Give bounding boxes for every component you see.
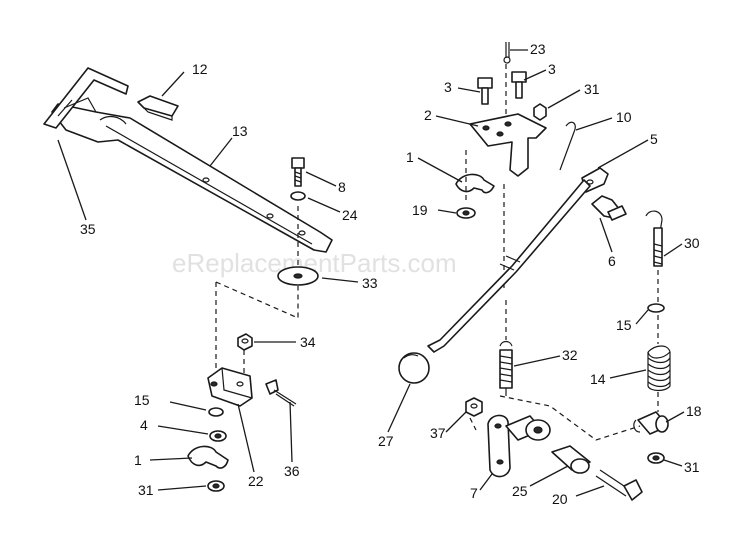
part-3-bolt [511,71,527,99]
callout-33: 33 [362,275,378,291]
part-37-nut [465,397,483,417]
part-6-bolt [591,195,627,221]
callout-4: 4 [140,417,148,433]
callout-6: 6 [608,253,616,269]
part-1-clip [455,173,495,194]
part-31-nut [207,480,225,492]
callout-1: 1 [134,452,142,468]
part-23-cotter-pin [503,42,511,64]
callout-32: 32 [562,347,578,363]
callout-5: 5 [650,131,658,147]
callout-3: 3 [548,61,556,77]
part-32-spring [499,340,513,396]
alignment-line [215,281,299,319]
callout-2: 2 [424,107,432,123]
callout-35: 35 [80,221,96,237]
callout-37: 37 [430,425,446,441]
part-14-spring [647,345,671,392]
callout-15: 15 [134,392,150,408]
part-30-eye-bolt [645,210,663,267]
part-12-pedal-pad [137,95,179,121]
part-2-bracket [469,113,547,177]
callout-15: 15 [616,317,632,333]
part-8-bolt [291,157,305,187]
leader-lines [57,49,685,497]
callout-31: 31 [138,482,154,498]
callout-20: 20 [552,491,568,507]
callout-7: 7 [470,485,478,501]
part-5-control-rod [427,167,609,353]
part-13-pedal-arm [43,67,333,253]
part-25-pin [551,445,591,474]
part-34-nut [237,333,253,351]
callout-19: 19 [412,202,428,218]
callout-22: 22 [248,473,264,489]
callout-23: 23 [530,41,546,57]
part-18-pin [633,411,669,435]
callout-3: 3 [444,79,452,95]
callout-31: 31 [684,459,700,475]
part-33-large-washer [277,266,319,286]
part-20-bolt [595,469,643,501]
callout-13: 13 [232,123,248,139]
part-15-washer [208,407,224,417]
callout-24: 24 [342,207,358,223]
callout-8: 8 [338,179,346,195]
part-36-screw [265,379,297,407]
callout-30: 30 [684,235,700,251]
callout-27: 27 [378,433,394,449]
callout-34: 34 [300,334,316,350]
callout-18: 18 [686,403,702,419]
part-22-bracket [207,367,253,407]
callout-36: 36 [284,463,300,479]
callout-14: 14 [590,371,606,387]
part-10-cotter-pin [559,121,576,171]
part-27-knob [398,352,430,384]
part-3-bolt [477,77,493,105]
part-7-plate [487,414,551,478]
part-31-nut [647,452,665,464]
part-24-washer [290,191,306,201]
alignment-line [469,417,477,431]
callout-12: 12 [192,61,208,77]
callout-1: 1 [406,149,414,165]
callout-25: 25 [512,483,528,499]
part-19-bushing [456,207,476,219]
part-4-spacer [209,430,227,442]
callout-31: 31 [584,81,600,97]
part-15-washer [647,303,665,313]
part-1-clip [187,445,229,469]
callout-10: 10 [616,109,632,125]
part-31-nut [533,103,547,121]
